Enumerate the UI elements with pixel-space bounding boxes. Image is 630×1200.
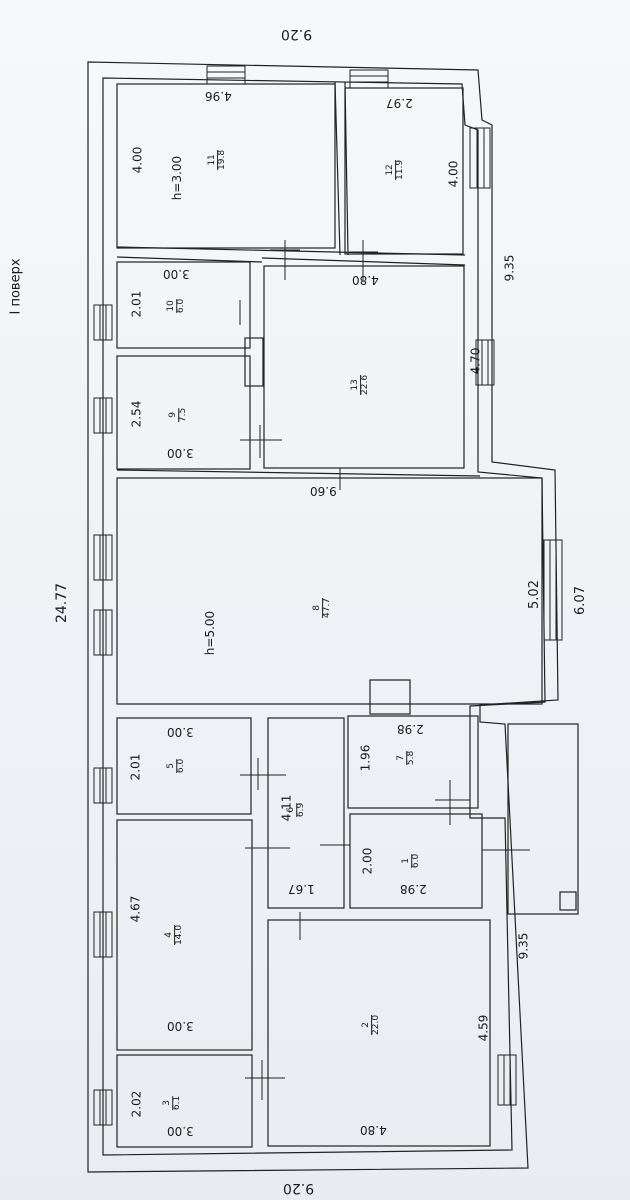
room-2-area: 22.0 <box>371 1014 382 1035</box>
column-8 <box>369 679 411 715</box>
room-10-area: 6.0 <box>176 298 187 314</box>
dim-left-935: 9.35 <box>516 932 531 960</box>
room-2-label: 2 22.0 <box>361 1014 382 1035</box>
dim-7-a: 1.96 <box>358 744 373 772</box>
floor-title: І поверх <box>8 258 24 315</box>
room-9-box <box>116 355 251 470</box>
dim-2-a: 4.59 <box>476 1014 491 1042</box>
room-4-box <box>116 819 253 1051</box>
stair-small <box>559 891 577 911</box>
dim-right-width: 9.20 <box>281 26 313 42</box>
dim-10-b: 3.00 <box>163 267 190 281</box>
room-1-label: 1 6.0 <box>401 853 422 869</box>
room-6-box <box>267 717 345 909</box>
dim-3-b: 3.00 <box>167 1124 194 1138</box>
room-5-box <box>116 717 252 815</box>
room-13-area: 22.6 <box>360 374 371 395</box>
dim-11-b: 4.00 <box>130 146 145 174</box>
room-8-area: 47.7 <box>322 597 333 618</box>
room-2-box <box>267 919 491 1147</box>
dim-12-a: 2.97 <box>386 96 413 110</box>
dim-960: 9.60 <box>310 484 337 498</box>
room-3-label: 3 6.1 <box>162 1095 183 1111</box>
wall-top-horizontal-b <box>116 256 263 263</box>
dim-12-b: 4.00 <box>446 160 461 188</box>
dim-502: 5.02 <box>526 580 542 609</box>
room-9-label: 9 7.5 <box>168 407 189 423</box>
dim-9-b: 3.00 <box>167 446 194 460</box>
room-6-label: 6 6.9 <box>286 802 307 818</box>
room-8-box <box>116 477 543 705</box>
room-1-area: 6.0 <box>411 853 422 869</box>
dim-top-total: 24.77 <box>54 582 71 624</box>
height-top: h=3.00 <box>170 155 185 201</box>
dim-6-b: 1.67 <box>288 882 315 896</box>
door-marks <box>239 240 530 1100</box>
room-13-box <box>263 265 465 469</box>
dim-11-a: 4.96 <box>205 89 232 103</box>
dim-left-width: 9.20 <box>283 1180 315 1196</box>
outer-wall-outer <box>87 61 559 1173</box>
column-9-10 <box>244 337 264 387</box>
room-11-area: 19.8 <box>217 149 228 170</box>
wall-9-8 <box>116 469 481 477</box>
room-12-label: 12 11.9 <box>385 159 406 180</box>
dim-7-b: 2.98 <box>397 722 424 736</box>
room-9-area: 7.5 <box>178 407 189 423</box>
room-3-area: 6.1 <box>172 1095 183 1111</box>
room-4-label: 4 14.0 <box>164 924 185 945</box>
outer-wall-inner <box>102 77 546 1156</box>
height-main: h=5.00 <box>203 610 218 656</box>
room-1-box <box>349 813 483 909</box>
room-4-area: 14.0 <box>174 924 185 945</box>
room-5-label: 5 6.0 <box>166 758 187 774</box>
dim-10-a: 2.01 <box>129 290 144 318</box>
dim-607: 6.07 <box>572 586 588 615</box>
room-3-box <box>116 1054 253 1148</box>
dim-1-a: 2.00 <box>360 847 375 875</box>
room-11-label: 11 19.8 <box>207 149 228 170</box>
room-5-area: 6.0 <box>176 758 187 774</box>
room-12-box <box>344 87 464 255</box>
wall-11-12 <box>334 81 341 256</box>
dim-1-b: 2.98 <box>400 882 427 896</box>
dim-right-935: 9.35 <box>502 254 517 282</box>
dim-4-b: 3.00 <box>167 1019 194 1033</box>
room-7-box <box>347 715 479 809</box>
room-10-label: 10 6.0 <box>166 298 187 314</box>
room-6-area: 6.9 <box>296 802 307 818</box>
dim-3-a: 2.02 <box>129 1090 144 1118</box>
dim-4-a: 4.67 <box>128 895 143 923</box>
room-13-label: 13 22.6 <box>350 374 371 395</box>
dim-13-a: 4.80 <box>352 273 379 287</box>
room-8-label: 8 47.7 <box>312 597 333 618</box>
room-7-area: 5.8 <box>406 750 417 766</box>
dim-5-b: 3.00 <box>167 725 194 739</box>
dim-9-a: 2.54 <box>129 400 144 428</box>
stair-box <box>507 723 579 915</box>
dim-13-b: 4.70 <box>468 347 483 375</box>
dim-5-a: 2.01 <box>128 753 143 781</box>
room-12-area: 11.9 <box>395 159 406 180</box>
window-marks <box>93 65 563 1126</box>
room-7-label: 7 5.8 <box>396 750 417 766</box>
dim-2-b: 4.80 <box>360 1123 387 1137</box>
